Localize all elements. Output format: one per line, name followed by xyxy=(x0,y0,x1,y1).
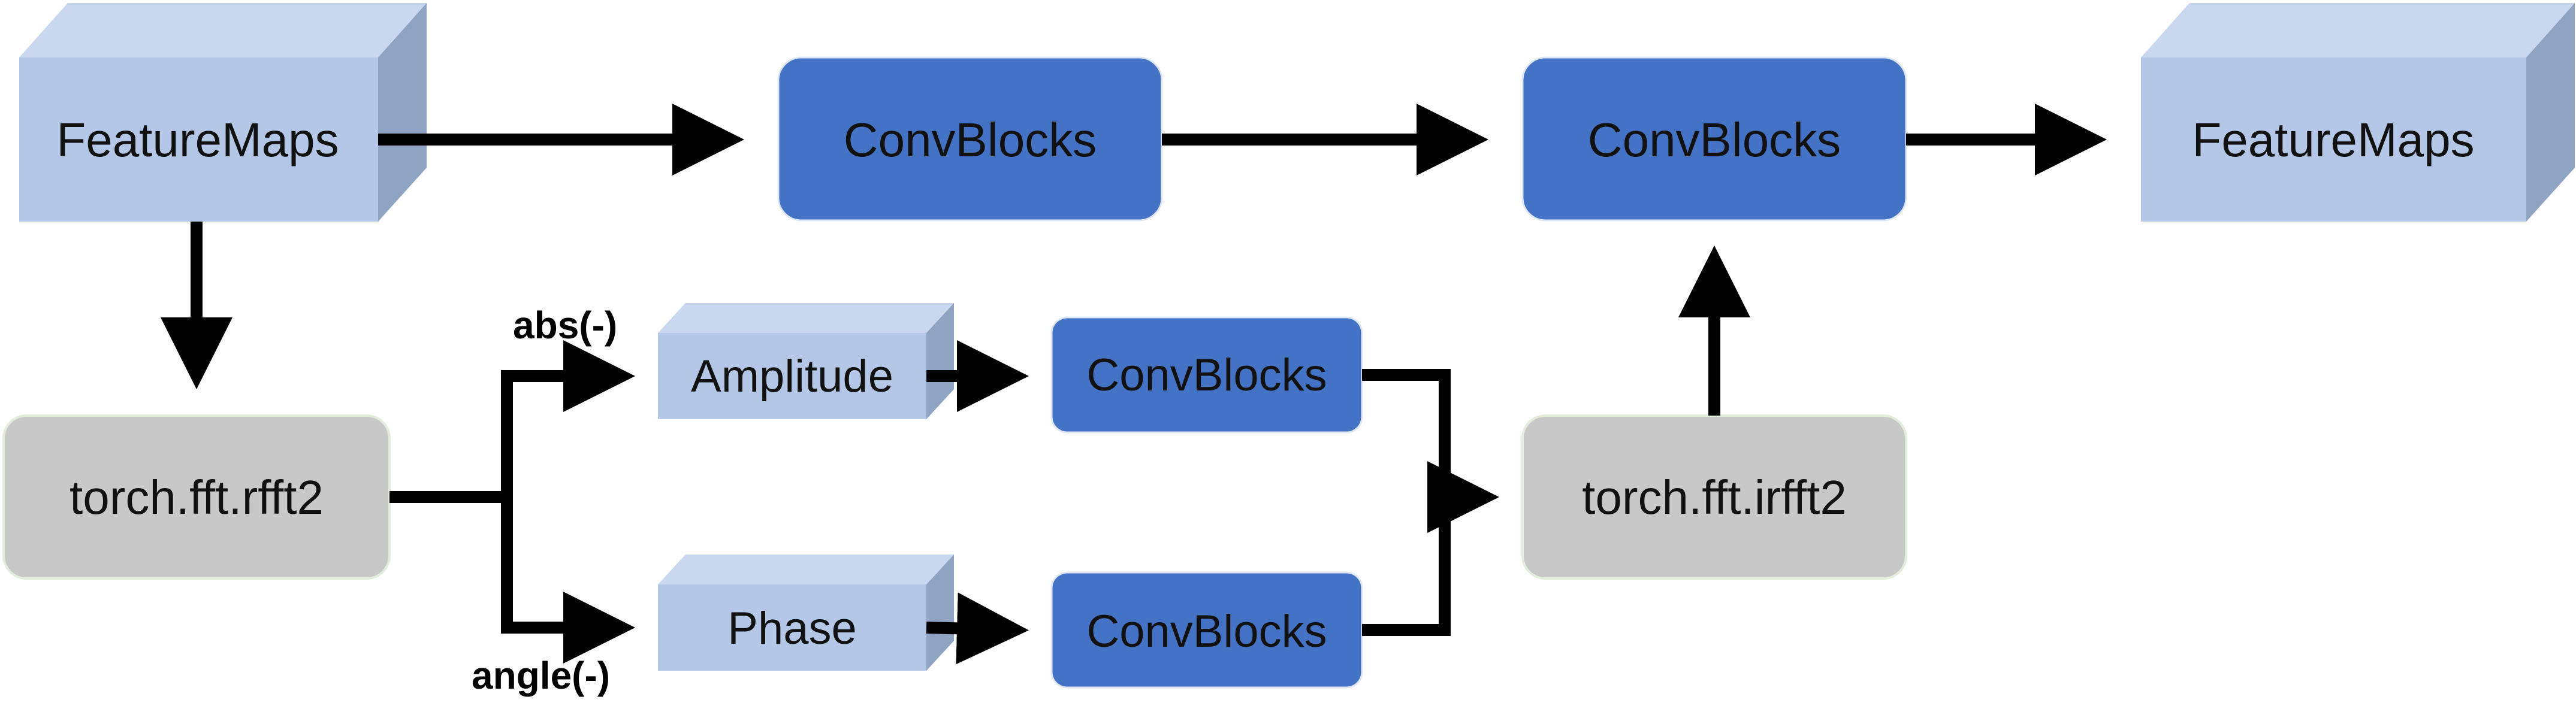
output-feature-maps: FeatureMaps xyxy=(2141,3,2575,222)
phase-box: Phase xyxy=(658,555,954,671)
conv-blocks-amplitude: ConvBlocks xyxy=(1050,316,1363,434)
abs-edge-label: abs(-) xyxy=(513,304,617,347)
angle-edge-label: angle(-) xyxy=(472,654,610,697)
connectors xyxy=(161,104,2107,665)
phase-label: Phase xyxy=(727,603,857,654)
amplitude-label: Amplitude xyxy=(691,351,893,402)
irfft2-label: torch.fft.irfft2 xyxy=(1582,471,1847,524)
arrow-phase-to-conv xyxy=(926,592,1029,665)
conv-blocks-phase: ConvBlocks xyxy=(1050,571,1363,689)
output-feature-maps-label: FeatureMaps xyxy=(2192,113,2474,166)
conv-blocks-top-1-label: ConvBlocks xyxy=(844,113,1097,166)
conv-blocks-top-2-label: ConvBlocks xyxy=(1588,113,1841,166)
arrow-branch-to-phase xyxy=(501,497,635,664)
input-feature-maps-label: FeatureMaps xyxy=(56,113,339,166)
conv-blocks-phase-label: ConvBlocks xyxy=(1086,606,1327,657)
arrow-conv-amp-to-merge xyxy=(1362,369,1451,636)
rfft2-label: torch.fft.rfft2 xyxy=(70,471,324,524)
input-feature-maps: FeatureMaps xyxy=(19,3,427,222)
conv-blocks-amplitude-label: ConvBlocks xyxy=(1086,350,1327,401)
conv-blocks-top-2: ConvBlocks xyxy=(1521,56,1907,222)
amplitude-box: Amplitude xyxy=(658,303,954,419)
irfft2-block: torch.fft.irfft2 xyxy=(1521,414,1907,580)
rfft2-block: torch.fft.rfft2 xyxy=(2,414,391,580)
conv-blocks-top-1: ConvBlocks xyxy=(777,56,1163,222)
arrow-branch-to-amplitude xyxy=(501,340,635,497)
